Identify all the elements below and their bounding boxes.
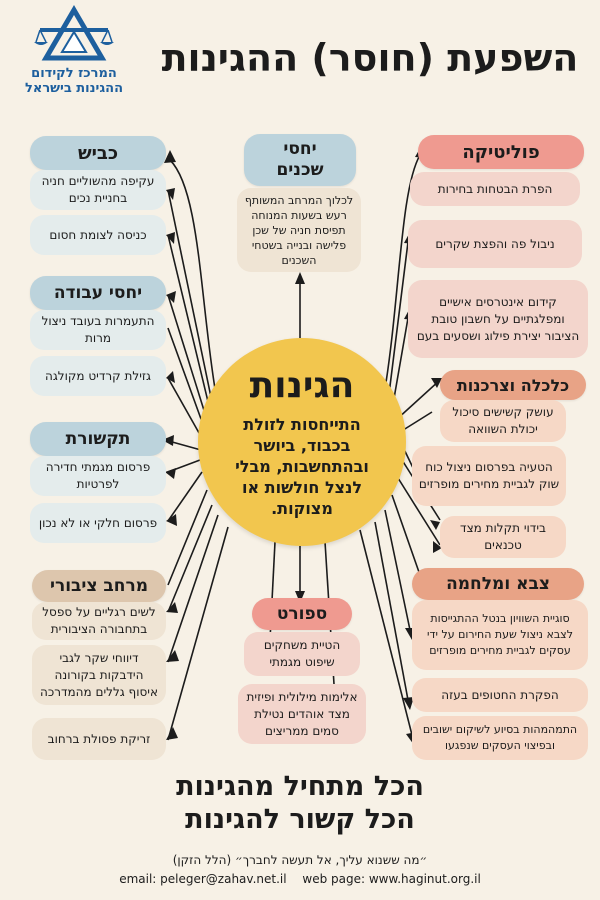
quote: ״מה ששנוא עליך, אל תעשה לחברך״ (הלל הזקן… — [172, 853, 428, 867]
category-neighbors-title: יחסי שכנים — [244, 134, 356, 186]
politics-item: קידום אינטרסים אישיים ומפלגתיים על חשבון… — [408, 280, 588, 358]
economy-item: עושק קשישים סיכול יכולת השוואה — [440, 400, 566, 442]
public-space-item: זריקת פסולת ברחוב — [32, 718, 166, 760]
economy-item: הטעיה בפרסום ניצול כוח שוק לגביית מחירים… — [412, 446, 566, 506]
category-politics-title: פוליטיקה — [418, 135, 584, 169]
neighbors-item: לכלוך המרחב המשותף רעש בשעות המנוחה תפיס… — [237, 188, 361, 272]
public-space-item: לשים רגליים על ספסל בתחבורה הציבורית — [32, 602, 166, 640]
category-sport-title: ספורט — [252, 598, 352, 630]
contact-info: email: peleger@zahav.net.il web page: ww… — [60, 872, 540, 886]
contact-web[interactable]: web page: www.haginut.org.il — [302, 872, 481, 886]
sport-item: אלימות מילולית ופיזית מצד אוהדים נטילת ס… — [238, 684, 366, 744]
army-item: הפקרת החטופים בעזה — [412, 678, 588, 712]
politics-item: ניבול פה והפצת שקרים — [408, 220, 582, 268]
category-public-space-title: מרחב ציבורי — [32, 570, 166, 602]
logo-emblem-icon — [34, 5, 114, 61]
logo-name-line1: המרכז לקידום — [31, 66, 117, 81]
category-media-title: תקשורת — [30, 422, 166, 456]
connector-road-head — [169, 159, 217, 396]
sport-item: הטיית משחקים שיפוט מגמתי — [244, 632, 360, 676]
page-title: השפעת (חוסר) ההגינות — [161, 36, 579, 80]
economy-item: בידוי תקלות מצד טכנאים — [440, 516, 566, 558]
road-item: כניסה לצומת חסום — [30, 215, 166, 255]
center-definition: התייחסות לזולת בכבוד, ביושר ובהתחשבות, מ… — [235, 415, 369, 518]
category-road-title: כביש — [30, 136, 166, 170]
category-army-title: צבא ומלחמה — [412, 568, 584, 600]
army-item: סוגיית השוויון בנטל ההתגייסות לצבא ניצול… — [412, 600, 588, 670]
slogan: הכל מתחיל מהגינות הכל קשור להגינות — [80, 770, 520, 836]
contact-email[interactable]: email: peleger@zahav.net.il — [119, 872, 287, 886]
media-item: פרסום מגמתי חדירה לפרטיות — [30, 456, 166, 496]
work-item: התעמרות בעובד ניצול מרות — [30, 310, 166, 350]
category-economy-title: כלכלה וצרכנות — [440, 370, 586, 400]
center-circle: הגינות התייחסות לזולת בכבוד, ביושר ובהתח… — [198, 338, 406, 546]
politics-item: הפרת הבטחות בחירות — [410, 172, 580, 206]
slogan-line1: הכל מתחיל מהגינות — [176, 771, 424, 802]
slogan-line2: הכל קשור להגינות — [185, 804, 415, 835]
logo-name-line2: ההגינות בישראל — [24, 81, 124, 96]
category-work-title: יחסי עבודה — [30, 276, 166, 310]
media-item: פרסום חלקי או לא נכון — [30, 503, 166, 543]
center-title: הגינות — [249, 365, 355, 406]
road-item: עקיפה מהשוליים חניה בחניית נכים — [30, 170, 166, 210]
public-space-item: דיווחי שקר לגבי הידבקות בקורונה איסוף גל… — [32, 645, 166, 705]
logo: המרכז לקידום ההגינות בישראל — [14, 4, 134, 96]
army-item: התמהמהות בסיוע לשיקום ישובים ובפיצוי העס… — [412, 716, 588, 760]
work-item: גזילת קרדיט מקולגה — [30, 356, 166, 396]
